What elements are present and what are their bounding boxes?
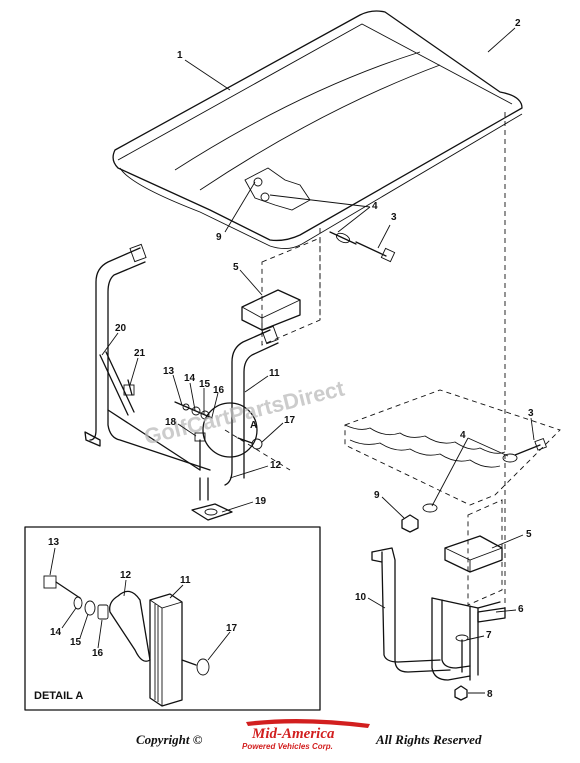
- canopy-top: [112, 10, 523, 249]
- callout-3-lower: 3: [528, 408, 534, 419]
- callout-12: 12: [270, 460, 282, 471]
- detail-callout-11: 11: [180, 575, 191, 586]
- callout-13: 13: [163, 366, 175, 377]
- callout-17: 17: [284, 415, 296, 426]
- callout-4-upper: 4: [372, 201, 378, 212]
- callout-2: 2: [515, 18, 521, 29]
- copyright-text: Copyright ©: [136, 732, 203, 747]
- callout-16: 16: [213, 385, 225, 396]
- callout-18: 18: [165, 417, 177, 428]
- footer: Copyright © Mid-America Powered Vehicles…: [136, 718, 482, 751]
- callout-19: 19: [255, 496, 267, 507]
- callout-15: 15: [199, 379, 211, 390]
- callout-9-lower: 9: [374, 490, 380, 501]
- rear-assembly: [344, 389, 561, 701]
- callout-3-upper: 3: [391, 212, 397, 223]
- brand-subtitle: Powered Vehicles Corp.: [242, 742, 333, 751]
- detail-callout-16: 16: [92, 648, 104, 659]
- callout-5-upper: 5: [233, 262, 239, 273]
- callout-8: 8: [487, 689, 493, 700]
- brand-name: Mid-America: [251, 726, 335, 742]
- detail-callout-12: 12: [120, 570, 132, 581]
- callout-numbers: 1 2 3 4 9 5 20 21 13 14 15 16 11 17 18 A…: [34, 18, 534, 702]
- callout-4-lower: 4: [460, 430, 466, 441]
- callout-11: 11: [269, 368, 280, 379]
- callout-21: 21: [134, 348, 146, 359]
- callout-9-upper: 9: [216, 232, 222, 243]
- front-frame: [84, 243, 279, 521]
- strut-hardware: [174, 401, 263, 471]
- detail-callout-15: 15: [70, 637, 82, 648]
- guide-lines: [224, 112, 506, 610]
- callout-1: 1: [177, 50, 183, 61]
- leader-lines: [49, 27, 535, 694]
- callout-5-lower: 5: [526, 529, 532, 540]
- callout-7: 7: [486, 630, 492, 641]
- callout-14: 14: [184, 373, 196, 384]
- detail-callout-17: 17: [226, 623, 238, 634]
- rights-text: All Rights Reserved: [375, 732, 482, 747]
- upper-bracket-group: [241, 231, 396, 346]
- callout-10: 10: [355, 592, 367, 603]
- detail-a-box: [24, 526, 321, 711]
- callout-6: 6: [518, 604, 524, 615]
- callout-20: 20: [115, 323, 127, 334]
- brand-swoosh: [246, 718, 370, 728]
- detail-callout-13: 13: [48, 537, 60, 548]
- detail-callout-14: 14: [50, 627, 62, 638]
- detail-a-title: DETAIL A: [34, 690, 83, 702]
- detail-a-marker: A: [250, 420, 257, 431]
